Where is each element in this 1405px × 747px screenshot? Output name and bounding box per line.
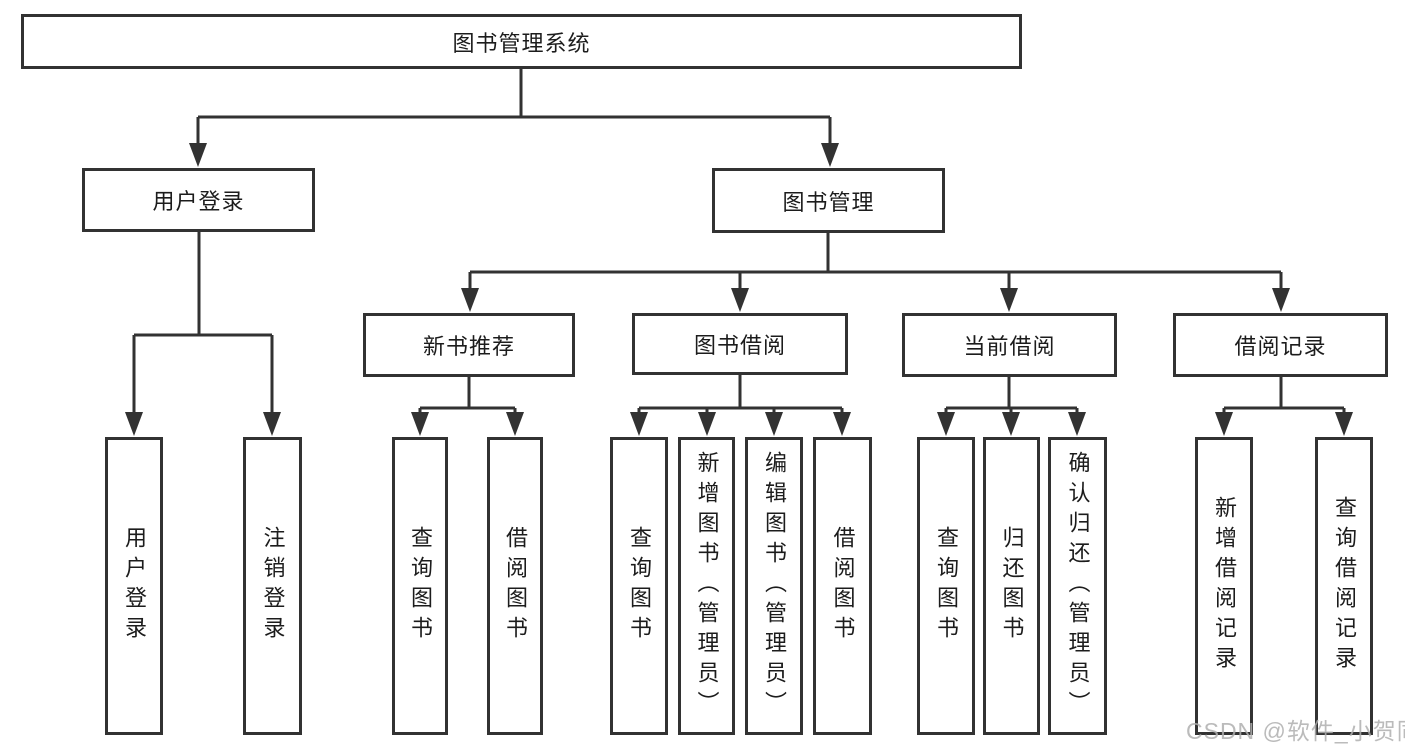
leaf-current-confirm-return-admin-label: 确认归还（管理员）: [1065, 451, 1091, 721]
arrow-icon: [1002, 412, 1020, 436]
leaf-newbook-borrow-books-label: 借阅图书: [503, 526, 528, 646]
arrow-icon: [411, 412, 429, 436]
arrow-icon: [1215, 412, 1233, 436]
node-root: 图书管理系统: [21, 14, 1022, 69]
csdn-watermark: CSDN @软件_小贺同学: [1186, 718, 1405, 744]
arrow-icon: [937, 412, 955, 436]
leaf-borrow-add-books-admin-label: 新增图书（管理员）: [694, 451, 720, 721]
edge-records: [1222, 377, 1346, 415]
leaf-records-add-record: 新增借阅记录: [1195, 437, 1253, 735]
leaf-logout-label: 注销登录: [260, 526, 286, 646]
leaf-newbook-query-books: 查询图书: [392, 437, 448, 735]
leaf-current-return-books: 归还图书: [983, 437, 1040, 735]
arrow-icon: [1272, 288, 1290, 312]
leaf-current-confirm-return-admin: 确认归还（管理员）: [1048, 437, 1107, 735]
leaf-borrow-edit-books-admin: 编辑图书（管理员）: [745, 437, 803, 735]
node-book-borrow: 图书借阅: [632, 313, 848, 375]
node-current-borrow: 当前借阅: [902, 313, 1117, 377]
arrow-icon: [1000, 288, 1018, 312]
arrow-icon: [461, 288, 479, 312]
leaf-current-return-books-label: 归还图书: [999, 526, 1025, 646]
node-book-management-label: 图书管理: [782, 189, 875, 215]
arrow-icon: [1068, 412, 1086, 436]
arrow-icon: [731, 288, 749, 312]
edge-newbook: [418, 377, 517, 415]
edge-borrow: [637, 375, 844, 415]
node-current-borrow-label: 当前借阅: [963, 334, 1056, 359]
leaf-borrow-borrow-books: 借阅图书: [813, 437, 872, 735]
leaf-user-login: 用户登录: [105, 437, 163, 735]
node-borrow-records-label: 借阅记录: [1234, 334, 1327, 359]
leaf-user-login-label: 用户登录: [122, 526, 147, 646]
arrow-icon: [506, 412, 524, 436]
arrow-icon: [189, 143, 207, 167]
leaf-newbook-borrow-books: 借阅图书: [487, 437, 543, 735]
leaf-current-query-books: 查询图书: [917, 437, 975, 735]
edge-bookmgmt: [468, 233, 1283, 291]
leaf-borrow-add-books-admin: 新增图书（管理员）: [678, 437, 735, 735]
leaf-records-add-record-label: 新增借阅记录: [1212, 496, 1237, 676]
arrow-icon: [821, 143, 839, 167]
leaf-newbook-query-books-label: 查询图书: [408, 526, 433, 646]
leaf-borrow-borrow-books-label: 借阅图书: [830, 526, 856, 646]
arrow-icon: [125, 412, 143, 436]
node-user-login: 用户登录: [82, 168, 315, 232]
edge-userlogin: [132, 232, 274, 415]
node-book-borrow-label: 图书借阅: [693, 333, 786, 358]
arrow-icon: [630, 412, 648, 436]
leaf-borrow-query-books: 查询图书: [610, 437, 668, 735]
arrow-icon: [765, 412, 783, 436]
arrow-icon: [1335, 412, 1353, 436]
node-book-management: 图书管理: [712, 168, 945, 233]
node-user-login-label: 用户登录: [152, 189, 245, 214]
leaf-borrow-query-books-label: 查询图书: [627, 526, 652, 646]
arrow-icon: [698, 412, 716, 436]
leaf-records-query-record-label: 查询借阅记录: [1332, 496, 1357, 676]
edge-root-trunk: [196, 69, 832, 146]
edge-current: [944, 377, 1079, 415]
arrow-icon: [833, 412, 851, 436]
node-root-label: 图书管理系统: [452, 30, 591, 56]
leaf-records-query-record: 查询借阅记录: [1315, 437, 1373, 735]
leaf-borrow-edit-books-admin-label: 编辑图书（管理员）: [762, 451, 787, 721]
node-new-book-recommend-label: 新书推荐: [422, 334, 515, 359]
leaf-current-query-books-label: 查询图书: [934, 526, 959, 646]
arrowheads: [125, 143, 1353, 436]
leaf-logout: 注销登录: [243, 437, 302, 735]
node-borrow-records: 借阅记录: [1173, 313, 1388, 377]
node-new-book-recommend: 新书推荐: [363, 313, 575, 377]
arrow-icon: [263, 412, 281, 436]
